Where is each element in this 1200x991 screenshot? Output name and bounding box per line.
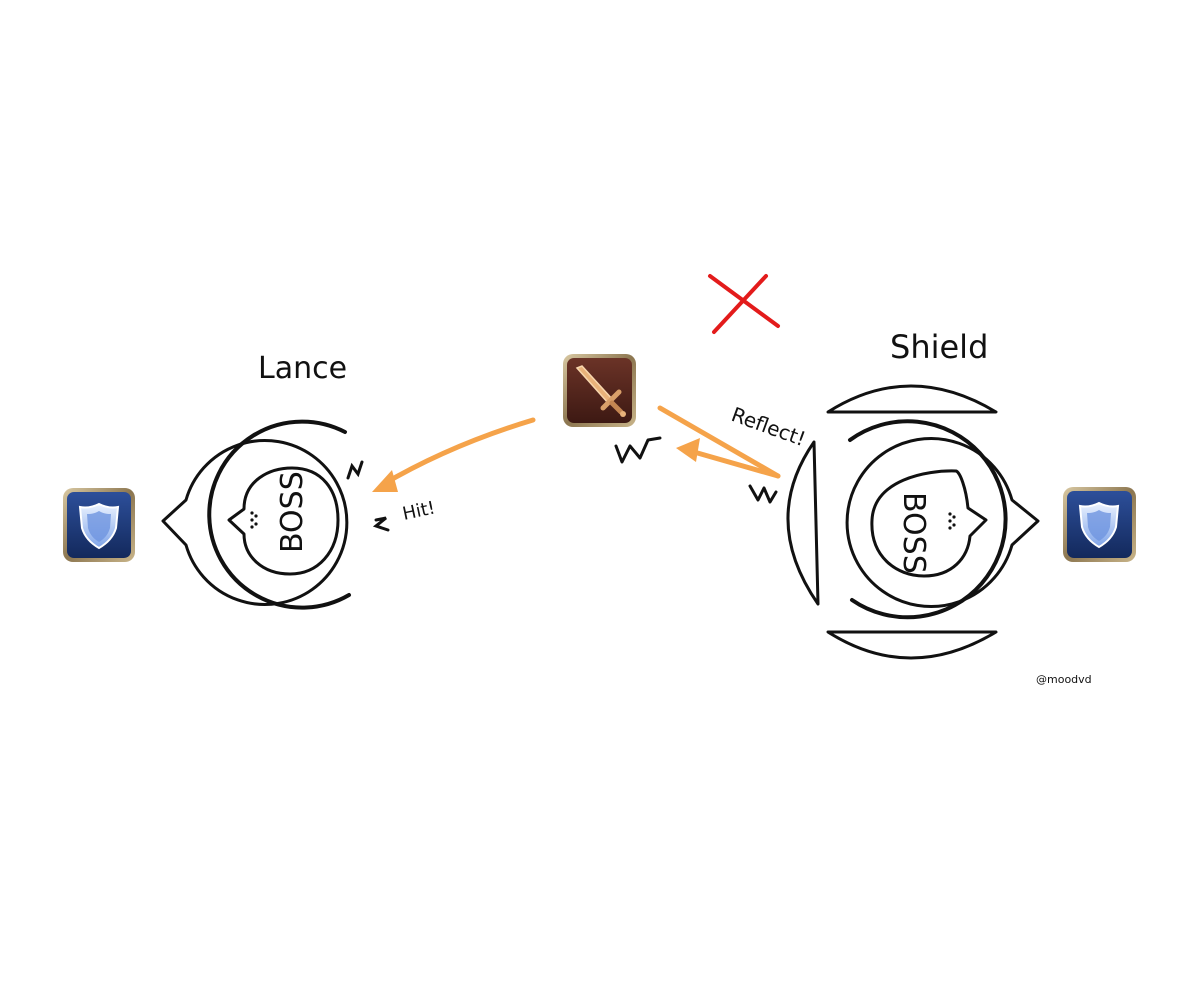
shield-plate-left xyxy=(786,440,820,606)
boss-right-outer-ring xyxy=(848,419,1008,620)
boss-left-label: BOSS xyxy=(275,471,310,553)
dps-scribble xyxy=(614,436,662,464)
dps-icon xyxy=(563,354,636,427)
reflect-scribble xyxy=(748,484,778,504)
tank-icon-left xyxy=(63,488,135,562)
sword-icon xyxy=(575,365,626,417)
boss-right-inner-ring xyxy=(845,437,1040,608)
reflect-arrow xyxy=(657,405,781,479)
hit-arrow xyxy=(372,417,536,492)
shield-plate-bottom xyxy=(826,630,998,660)
boss-left-hitbox xyxy=(227,466,340,576)
hit-label: Hit! xyxy=(401,498,437,525)
hit-scribble-top xyxy=(346,460,364,480)
reflect-label: Reflect! xyxy=(728,402,809,451)
boss-right-hitbox xyxy=(870,469,988,578)
boss-left-outer-ring xyxy=(207,419,351,610)
boss-left-face-icon xyxy=(250,511,258,529)
credit-label: @moodvd xyxy=(1036,673,1092,686)
tank-icon-right xyxy=(1063,487,1136,562)
lance-label: Lance xyxy=(258,351,347,386)
boss-left: BOSS xyxy=(161,419,351,610)
boss-right-face-icon xyxy=(948,512,956,530)
red-x-icon xyxy=(708,274,780,334)
hit-scribble-bottom xyxy=(372,516,390,532)
boss-left-inner-ring xyxy=(161,439,349,606)
boss-right: BOSS xyxy=(845,419,1040,620)
boss-right-label: BOSS xyxy=(896,492,931,574)
shield-label: Shield xyxy=(890,328,988,366)
shield-plate-top xyxy=(826,384,998,414)
